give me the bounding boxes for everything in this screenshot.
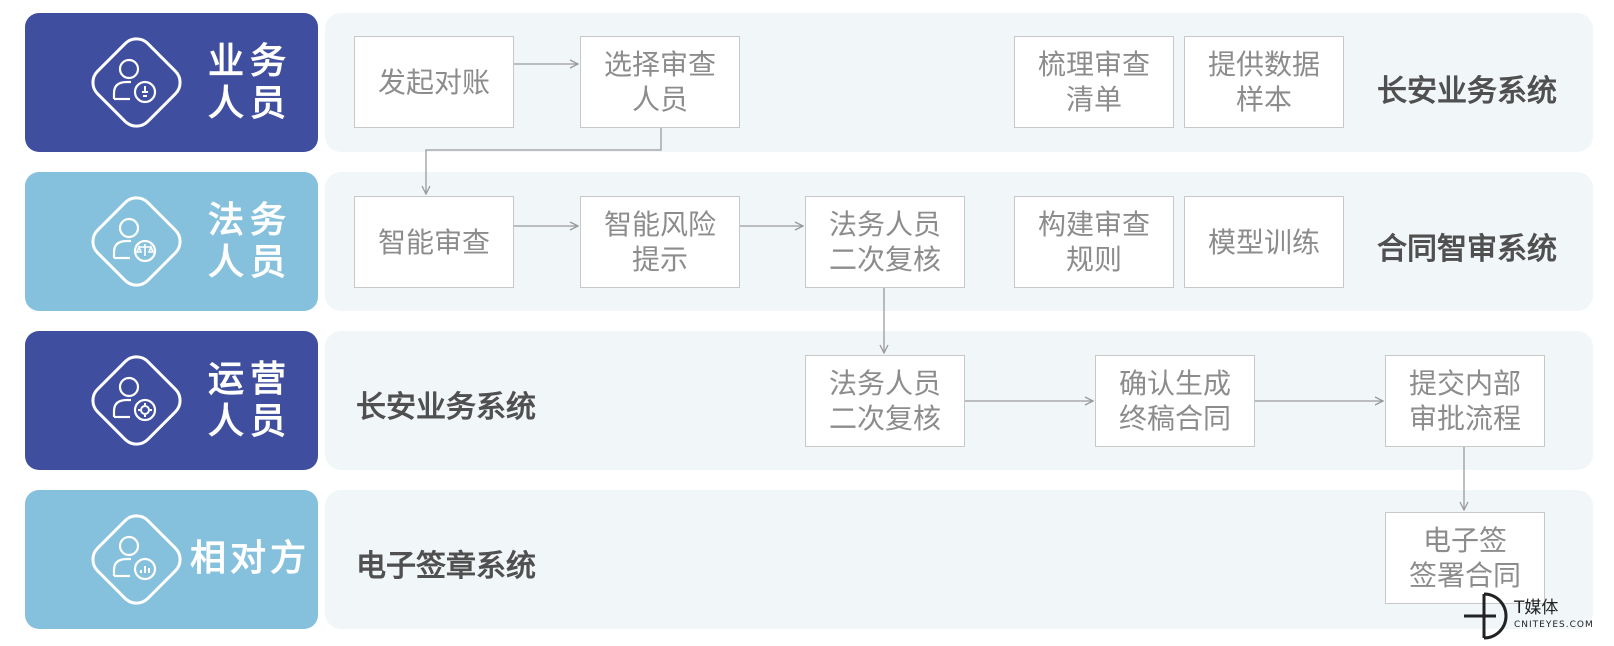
system-label: 电子签章系统	[356, 549, 536, 584]
step-build-review-rules: 构建审查 规则	[1014, 196, 1174, 288]
role-operations-staff: 运营 人员	[25, 331, 318, 470]
step-model-training: 模型训练	[1184, 196, 1344, 288]
t-media-logo-icon	[1464, 592, 1508, 640]
lane-1-background	[325, 13, 1593, 152]
user-scales-icon	[91, 196, 182, 287]
user-lightbulb-icon	[91, 37, 182, 128]
user-chart-icon	[91, 514, 182, 605]
user-gear-icon	[91, 355, 182, 446]
role-legal-staff: 法务 人员	[25, 172, 318, 311]
step-compile-review-list: 梳理审查 清单	[1014, 36, 1174, 128]
role-label: 法务 人员	[207, 200, 292, 283]
step-select-reviewer: 选择审查 人员	[580, 36, 740, 128]
system-label: 长安业务系统	[1377, 74, 1557, 109]
step-legal-second-review: 法务人员 二次复核	[805, 196, 965, 288]
role-label: 相对方	[190, 538, 311, 579]
brand-subtitle: CNITEYES.COM	[1514, 620, 1594, 630]
role-business-staff: 业务 人员	[25, 13, 318, 152]
brand-watermark: T媒体 CNITEYES.COM	[1462, 591, 1612, 643]
role-label: 业务 人员	[207, 41, 292, 124]
role-label: 运营 人员	[207, 359, 292, 442]
lane-4-background	[325, 490, 1593, 629]
arrow-select-to-smart-review	[426, 128, 662, 194]
system-label: 长安业务系统	[356, 390, 536, 425]
role-counterparty: 相对方	[25, 490, 318, 629]
step-e-sign-contract: 电子签 签署合同	[1385, 512, 1545, 604]
system-label: 合同智审系统	[1377, 232, 1557, 267]
step-smart-risk-alert: 智能风险 提示	[580, 196, 740, 288]
brand-name: T媒体	[1514, 598, 1559, 618]
step-submit-internal-approval: 提交内部 审批流程	[1385, 355, 1545, 447]
step-smart-review: 智能审查	[354, 196, 514, 288]
step-confirm-final-contract: 确认生成 终稿合同	[1095, 355, 1255, 447]
step-provide-data-samples: 提供数据 样本	[1184, 36, 1344, 128]
step-legal-second-review: 法务人员 二次复核	[805, 355, 965, 447]
step-initiate-reconciliation: 发起对账	[354, 36, 514, 128]
